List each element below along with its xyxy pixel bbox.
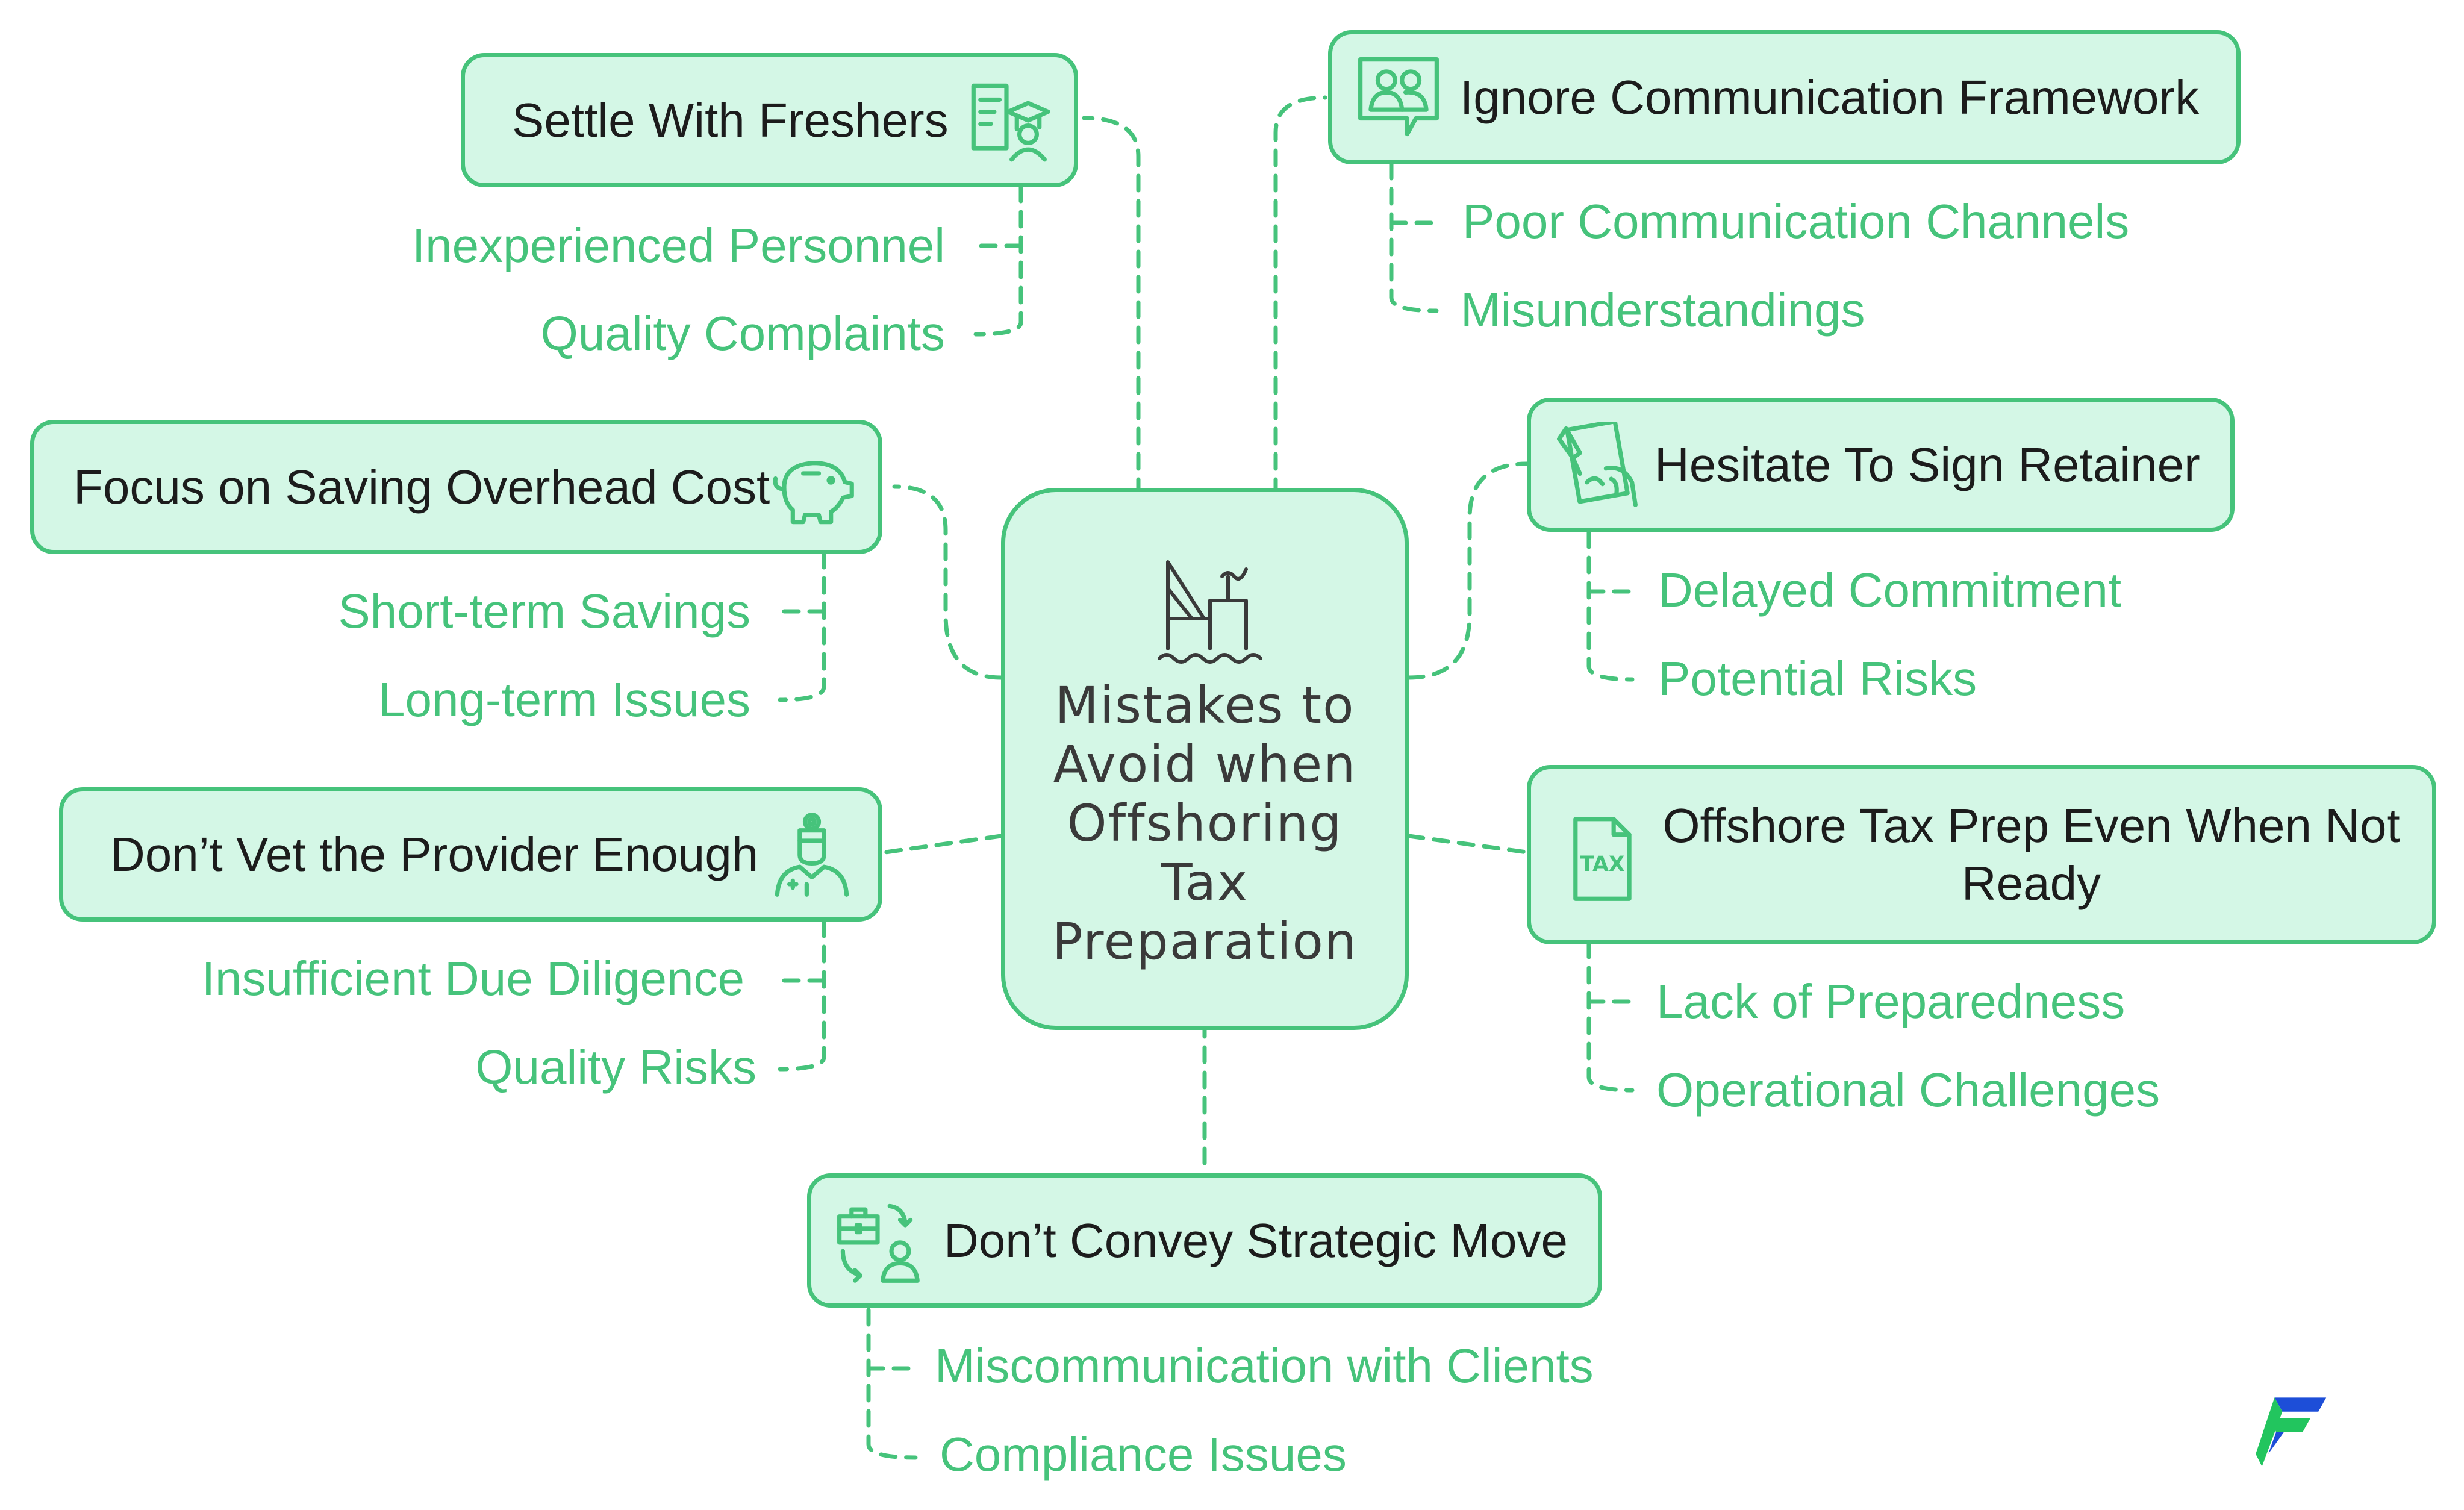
- sub-item: Quality Risks: [475, 1040, 756, 1094]
- node-title: Settle With Freshers: [512, 93, 949, 147]
- oil-rig-icon: [1150, 552, 1270, 673]
- connector-settle: [1082, 116, 1141, 522]
- graduate-document-icon: [963, 77, 1050, 164]
- inspector-person-icon: [769, 811, 855, 898]
- node-title: Offshore Tax Prep Even When Not Ready: [1662, 799, 2400, 910]
- central-title: Mistakes to Avoid when Offshoring Tax Pr…: [1052, 676, 1358, 971]
- svg-text:TAX: TAX: [1580, 852, 1624, 876]
- node-dont-convey-strategic-move: Don’t Convey Strategic Move: [807, 1173, 1602, 1308]
- node-offshore-tax-prep-even-when-not-ready: Offshore Tax Prep Even When Not Ready TA…: [1527, 765, 2436, 944]
- sub-item: Inexperienced Personnel: [411, 219, 945, 272]
- briefcase-swap-icon: [834, 1197, 921, 1284]
- sub-item: Compliance Issues: [940, 1427, 1347, 1481]
- node-title: Hesitate To Sign Retainer: [1655, 437, 2200, 491]
- connector-focus: [892, 484, 1003, 680]
- node-focus-on-saving-overhead-cost: Focus on Saving Overhead Cost: [30, 420, 882, 554]
- node-hesitate-to-sign-retainer: Hesitate To Sign Retainer: [1527, 398, 2235, 532]
- signing-document-icon: [1554, 419, 1641, 508]
- sub-item: Short-term Savings: [338, 584, 750, 638]
- connector-hesitate: [1406, 461, 1529, 680]
- node-title: Don’t Vet the Provider Enough: [110, 827, 759, 881]
- central-node: Mistakes to Avoid when Offshoring Tax Pr…: [1001, 488, 1409, 1030]
- sub-item: Quality Complaints: [540, 307, 945, 360]
- brand-logo-icon: [2253, 1391, 2331, 1470]
- node-title: Focus on Saving Overhead Cost: [73, 460, 770, 514]
- connector-offshore: [1406, 834, 1529, 855]
- sub-item: Misunderstandings: [1461, 283, 1865, 337]
- sub-item: Insufficient Due Diligence: [201, 952, 744, 1005]
- piggy-bank-icon: [769, 444, 855, 531]
- sub-item: Poor Communication Channels: [1462, 195, 2130, 248]
- connector-ignore: [1273, 95, 1327, 522]
- sub-item: Long-term Issues: [378, 673, 750, 726]
- sub-item: Delayed Commitment: [1658, 563, 2122, 617]
- group-chat-icon: [1355, 54, 1442, 141]
- sub-item: Miscommunication with Clients: [935, 1339, 1594, 1393]
- node-settle-with-freshers: Settle With Freshers: [461, 53, 1078, 187]
- sub-item: Lack of Preparedness: [1656, 975, 2126, 1028]
- tax-document-icon: TAX: [1558, 816, 1645, 902]
- sub-item: Potential Risks: [1658, 652, 1977, 705]
- node-dont-vet-the-provider-enough: Don’t Vet the Provider Enough: [59, 787, 882, 922]
- node-title: Ignore Communication Framework: [1460, 70, 2200, 124]
- sub-item: Operational Challenges: [1656, 1063, 2160, 1117]
- connector-vet: [883, 834, 1003, 855]
- node-ignore-communication-framework: Ignore Communication Framework: [1328, 30, 2241, 164]
- node-title: Don’t Convey Strategic Move: [944, 1213, 1568, 1267]
